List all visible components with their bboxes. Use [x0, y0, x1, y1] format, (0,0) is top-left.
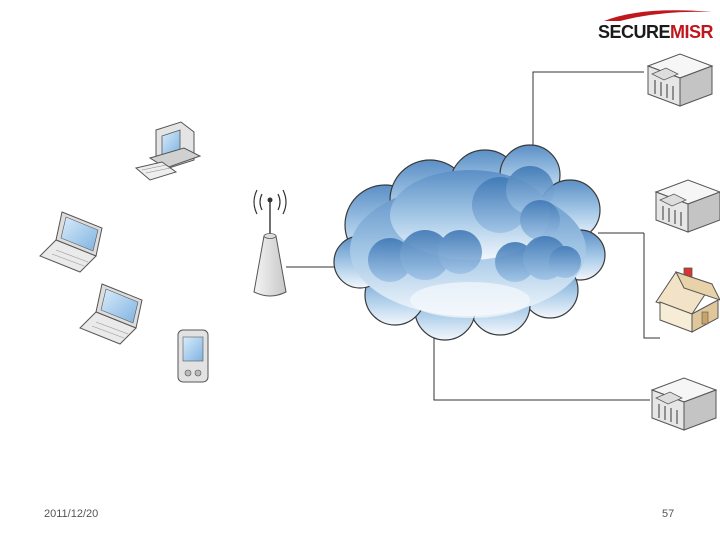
desktop-computer-icon: [136, 122, 200, 180]
home-icon: [656, 268, 720, 332]
cloud-to-home-line: [644, 233, 660, 338]
laptop-icon: [80, 284, 142, 344]
laptop-icon: [40, 212, 102, 272]
page-number: 57: [662, 508, 674, 520]
bank-building-icon: [652, 378, 716, 430]
pda-icon: [178, 330, 208, 382]
wireless-access-point-icon: [254, 190, 286, 296]
bank-building-icon: [656, 180, 720, 232]
internet-cloud-icon: [334, 145, 605, 340]
footer-date: 2011/12/20: [44, 508, 98, 520]
cloud-to-bank1-line: [533, 72, 644, 148]
cloud-to-bank3-line: [434, 336, 650, 400]
bank-building-icon: [648, 54, 712, 106]
